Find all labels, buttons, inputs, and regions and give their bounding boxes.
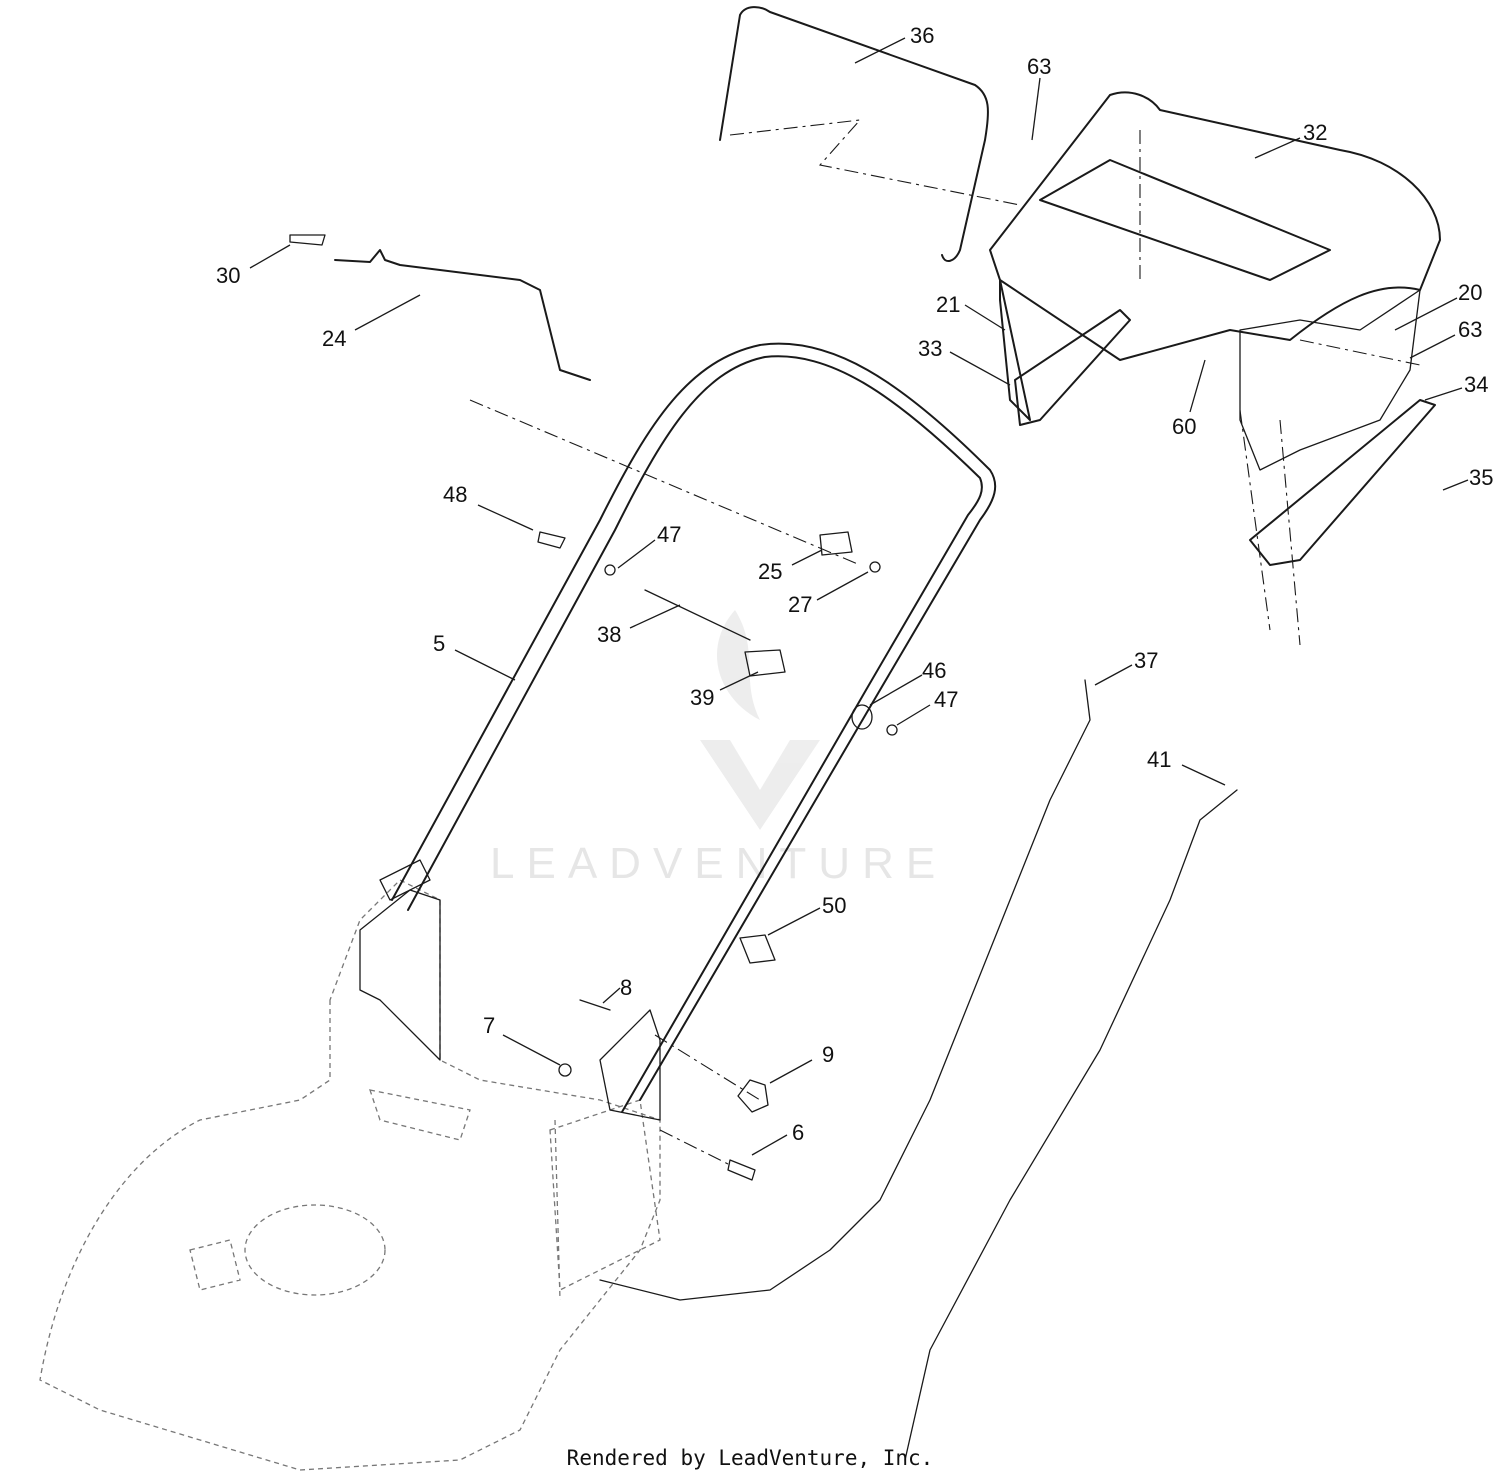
callout-20: 20 <box>1458 280 1482 305</box>
watermark: LEADVENTURE <box>490 610 947 888</box>
callout-leaders <box>249 37 1469 1156</box>
callout-41: 41 <box>1147 747 1171 772</box>
callout-34: 34 <box>1464 372 1488 397</box>
handle-frame <box>359 342 997 1121</box>
callout-32: 32 <box>1303 120 1327 145</box>
callout-63-right: 63 <box>1458 317 1482 342</box>
callout-labels: 36 63 32 30 24 21 33 60 20 63 34 35 48 4… <box>216 23 1493 1145</box>
callout-21: 21 <box>936 292 960 317</box>
callout-37: 37 <box>1134 648 1158 673</box>
callout-24: 24 <box>322 326 346 351</box>
callout-60: 60 <box>1172 414 1196 439</box>
credit-line: Rendered by LeadVenture, Inc. <box>566 1446 934 1470</box>
callout-6: 6 <box>792 1120 804 1145</box>
mower-deck-outline <box>39 879 661 1471</box>
callout-46: 46 <box>922 658 946 683</box>
callout-9: 9 <box>822 1042 834 1067</box>
callout-63-top: 63 <box>1027 54 1051 79</box>
upper-console <box>719 6 1441 566</box>
center-lines <box>469 119 1421 1166</box>
small-parts <box>289 234 1238 1461</box>
callout-7: 7 <box>483 1013 495 1038</box>
callout-48: 48 <box>443 482 467 507</box>
watermark-text: LEADVENTURE <box>490 839 947 888</box>
callout-39: 39 <box>690 685 714 710</box>
callout-25: 25 <box>758 559 782 584</box>
callout-5: 5 <box>433 631 445 656</box>
callout-36: 36 <box>910 23 934 48</box>
callout-38: 38 <box>597 622 621 647</box>
callout-27: 27 <box>788 592 812 617</box>
callout-33: 33 <box>918 336 942 361</box>
callout-35: 35 <box>1469 465 1493 490</box>
callout-47-upper: 47 <box>657 522 681 547</box>
callout-47-lower: 47 <box>934 687 958 712</box>
callout-30: 30 <box>216 263 240 288</box>
callout-50: 50 <box>822 893 846 918</box>
callout-8: 8 <box>620 975 632 1000</box>
